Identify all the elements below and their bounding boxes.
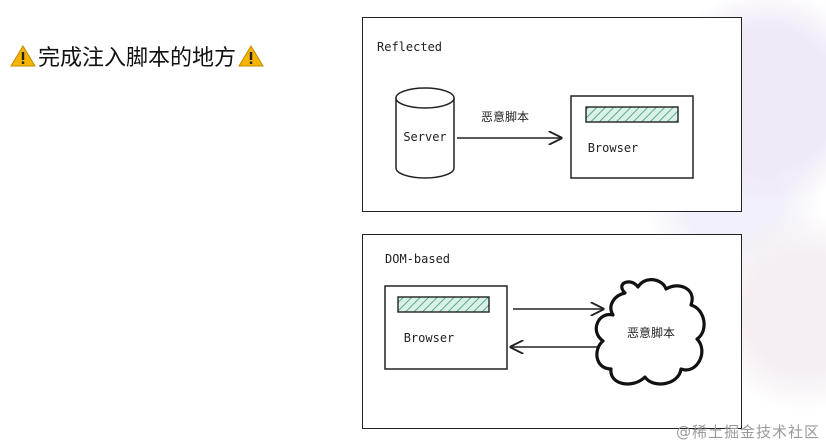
dom-based-panel: Browser 恶意脚本 DOM-based [362, 234, 742, 429]
reflected-panel: Server 恶意脚本 Browser Reflected [362, 17, 742, 212]
server-database-icon [395, 87, 455, 179]
reflected-diagram: Server 恶意脚本 Browser [395, 87, 694, 179]
dom-based-diagram: Browser 恶意脚本 [384, 278, 706, 386]
browser-label: Browser [404, 331, 455, 345]
cloud-label: 恶意脚本 [627, 325, 675, 340]
browser-address-bar [397, 296, 490, 313]
watermark: @稀土掘金技术社区 [675, 423, 820, 441]
browser-label: Browser [588, 141, 639, 155]
browser-address-bar [585, 106, 679, 123]
reflected-label: Reflected [377, 40, 443, 54]
server-label: Server [403, 130, 446, 144]
warning-icon [10, 45, 36, 67]
page-title: 完成注入脚本的地方 [10, 40, 264, 72]
dom-based-label: DOM-based [385, 252, 451, 266]
page-title-text: 完成注入脚本的地方 [38, 46, 237, 71]
arrow-label: 恶意脚本 [481, 109, 529, 124]
warning-icon [238, 45, 264, 67]
malicious-script-cloud [594, 278, 706, 386]
